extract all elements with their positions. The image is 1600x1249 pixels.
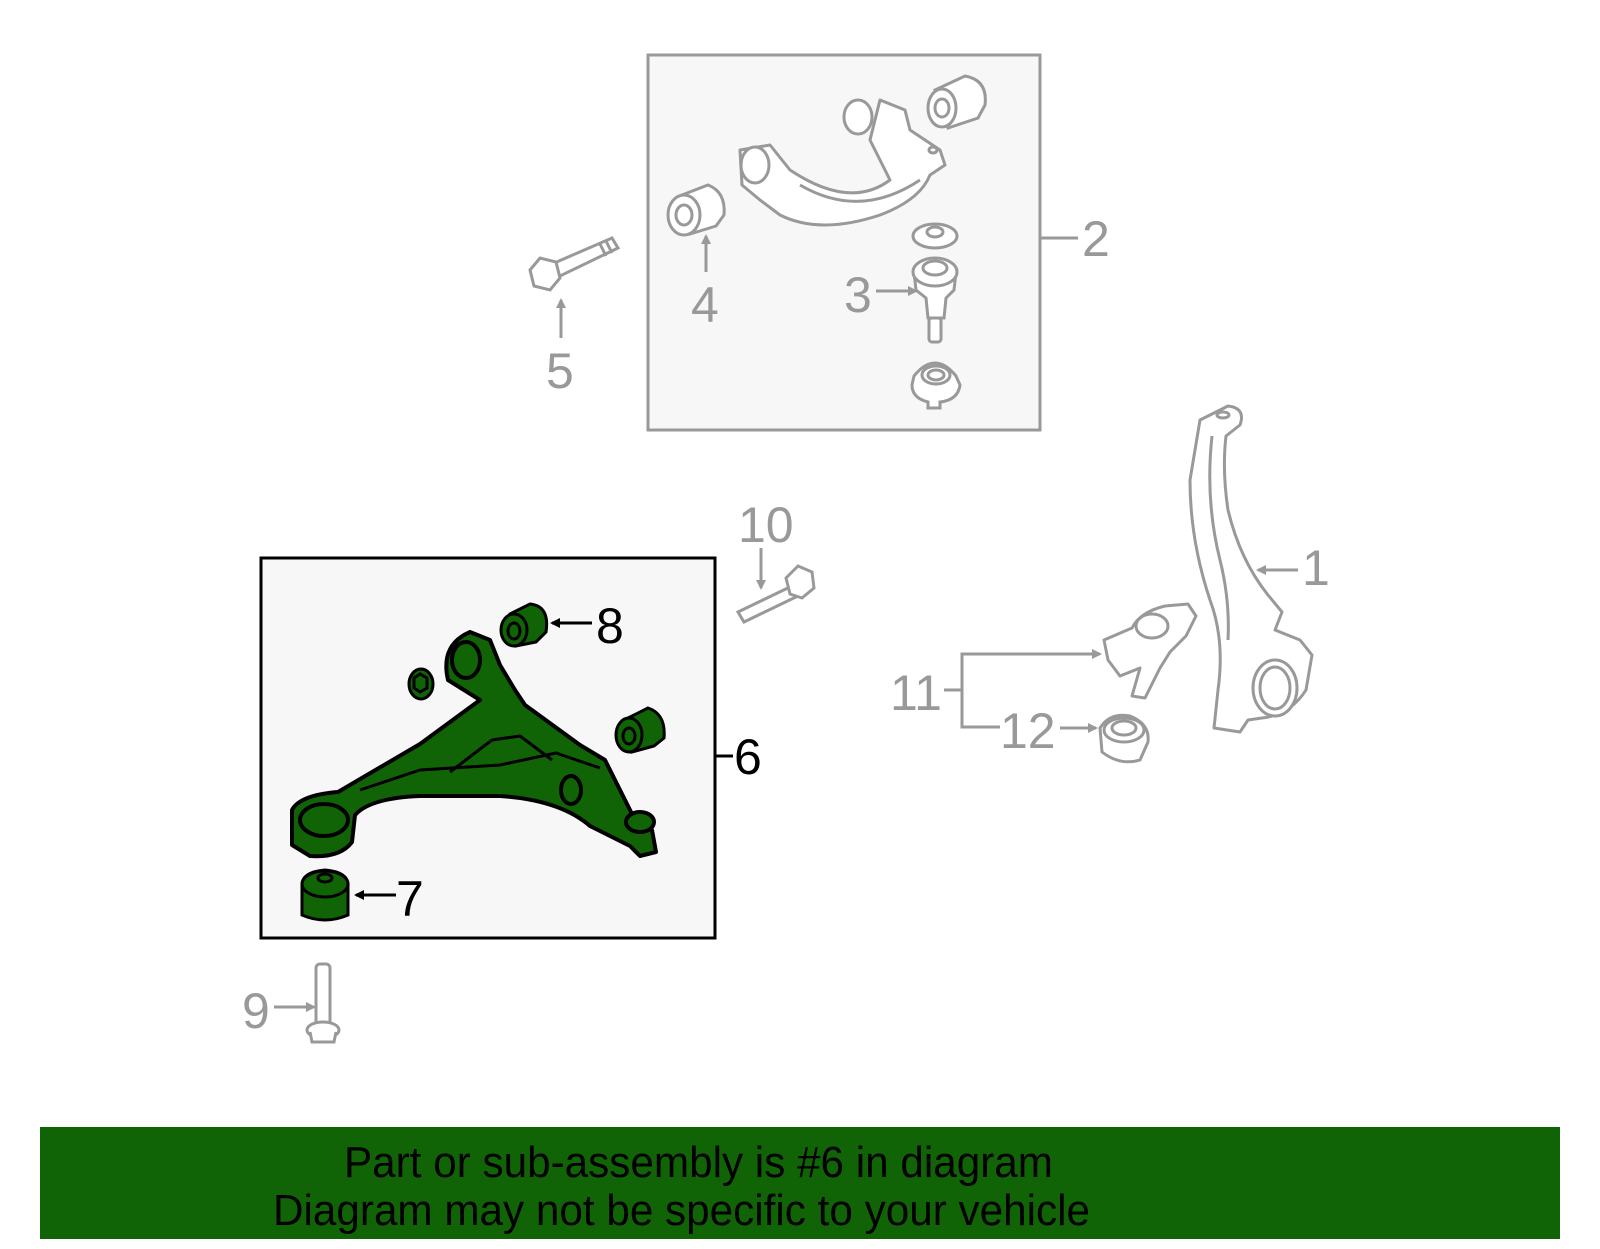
callout-6: 6 xyxy=(734,729,762,785)
callout-3: 3 xyxy=(844,267,918,323)
callout-label-4: 4 xyxy=(691,277,719,333)
wheel-speed-sensor-icon xyxy=(1102,602,1198,700)
banner-line-disclaimer: Diagram may not be specific to your vehi… xyxy=(273,1186,1091,1235)
lower-control-arm-icon[interactable] xyxy=(290,630,658,859)
callout-label-8: 8 xyxy=(596,598,624,654)
callout-label-2: 2 xyxy=(1082,211,1110,267)
callout-4: 4 xyxy=(691,234,719,333)
lower-arm-rear-bushing-icon[interactable] xyxy=(300,868,350,922)
callout-label-9: 9 xyxy=(242,983,270,1039)
callout-11 xyxy=(944,649,1102,729)
sensor-cap-icon xyxy=(1098,713,1150,764)
upper-arm-bolt-icon xyxy=(528,236,621,292)
callout-12: 12 xyxy=(1000,703,1098,759)
steering-knuckle-icon xyxy=(1188,404,1314,734)
callout-8: 8 xyxy=(550,598,624,654)
info-banner: Part or sub-assembly is #6 in diagram Di… xyxy=(40,1127,1560,1239)
lower-arm-bolt-icon xyxy=(305,962,341,1044)
lower-arm-front-bushing-icon[interactable] xyxy=(499,602,549,648)
callout-5: 5 xyxy=(546,298,574,399)
callout-10: 10 xyxy=(738,497,794,590)
callout-label-7: 7 xyxy=(396,871,424,927)
callout-7: 7 xyxy=(354,871,424,927)
lower-arm-nut-icon xyxy=(407,667,435,701)
callout-1: 1 xyxy=(1256,540,1330,596)
callout-label-11: 11 xyxy=(890,665,942,721)
lower-arm-side-bushing-icon xyxy=(614,706,666,754)
upper-arm-bushing-icon xyxy=(666,183,726,237)
upper-ball-joint-icon xyxy=(910,222,962,410)
callout-label-6: 6 xyxy=(734,729,762,785)
callout-label-3: 3 xyxy=(844,267,872,323)
lower-arm-front-bolt-icon xyxy=(735,564,816,624)
callout-9: 9 xyxy=(242,983,316,1039)
callout-2: 2 xyxy=(1082,211,1110,267)
upper-bushing-top-icon xyxy=(926,74,987,130)
upper-control-arm-icon xyxy=(738,98,947,227)
banner-line-part-number: Part or sub-assembly is #6 in diagram xyxy=(344,1138,1053,1187)
callout-label-1: 1 xyxy=(1302,540,1330,596)
callout-label-5: 5 xyxy=(546,343,574,399)
callout-label-12: 12 xyxy=(1000,703,1056,759)
callout-label-10: 10 xyxy=(738,497,794,553)
